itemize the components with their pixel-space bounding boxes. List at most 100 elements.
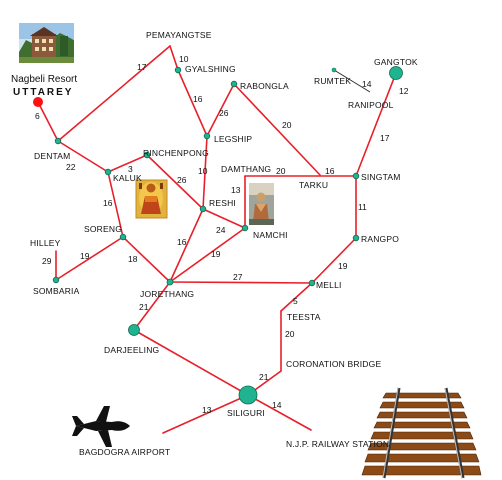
- road-jorethang-darjeeling: [133, 281, 171, 331]
- label-gangtok: GANGTOK: [374, 57, 418, 67]
- town-marker-soreng[interactable]: [119, 233, 127, 241]
- road-siliguri-bagdogra: [162, 394, 249, 434]
- road-rabongla-legship: [206, 83, 235, 137]
- label-hilley: HILLEY: [30, 238, 61, 248]
- label-dentam: DENTAM: [34, 151, 70, 161]
- distance-soreng-sombaria: 19: [80, 251, 90, 261]
- label-melli: MELLI: [316, 280, 342, 290]
- road-legship-reshi: [202, 135, 208, 210]
- distance-labels: 6 17 10 16 26 20 14 12 17 22 3 10 26 13 …: [35, 54, 409, 415]
- distance-reshi-jorethang: 16: [177, 237, 187, 247]
- town-marker-kaluk[interactable]: [104, 168, 112, 176]
- distance-jorethang-darjeeling: 21: [139, 302, 149, 312]
- distance-siliguri-njp: 14: [272, 400, 282, 410]
- label-gyalshing: GYALSHING: [185, 64, 236, 74]
- town-marker-dentam[interactable]: [54, 137, 62, 145]
- road-rabongla-tarku: [233, 83, 321, 176]
- distance-melli-teesta: 5: [293, 296, 298, 306]
- distance-coronation-siliguri: 21: [259, 372, 269, 382]
- road-darjeeling-siliguri: [133, 329, 249, 396]
- distance-teesta-coronation: 20: [285, 329, 295, 339]
- kaluk-statue-icon: [135, 179, 168, 219]
- town-marker-rinchenpong[interactable]: [143, 151, 151, 159]
- town-marker-rangpo[interactable]: [352, 234, 360, 242]
- distance-ranipool-singtam: 17: [380, 133, 390, 143]
- town-marker-sombaria[interactable]: [52, 276, 60, 284]
- town-markers: [52, 66, 403, 405]
- label-namchi: NAMCHI: [253, 230, 288, 240]
- town-marker-gangtok[interactable]: [389, 66, 403, 80]
- road-dentam-kaluk: [57, 140, 109, 173]
- road-kaluk-rinchenpong: [107, 154, 148, 173]
- label-teesta: TEESTA: [287, 312, 321, 322]
- town-marker-melli[interactable]: [308, 279, 316, 287]
- distance-gangtok-ranipool: 12: [399, 86, 409, 96]
- railway-track-icon: [361, 387, 482, 479]
- distance-rumtek-ranipool: 14: [362, 79, 372, 89]
- road-gyalshing-legship: [177, 69, 208, 137]
- resort-location: UTTAREY: [13, 87, 73, 98]
- label-siliguri: SILIGURI: [227, 408, 265, 418]
- town-marker-rabongla[interactable]: [230, 80, 238, 88]
- road-network: [37, 45, 397, 434]
- town-marker-rumtek[interactable]: [331, 67, 337, 73]
- town-marker-darjeeling[interactable]: [128, 324, 140, 336]
- label-rinchenpong: RINCHENPONG: [143, 148, 209, 158]
- label-tarku: TARKU: [299, 180, 328, 190]
- distance-namchi-jorethang: 19: [211, 249, 221, 259]
- label-sombaria: SOMBARIA: [33, 286, 80, 296]
- town-marker-reshi[interactable]: [199, 205, 207, 213]
- distance-jorethang-melli: 27: [233, 272, 243, 282]
- distance-siliguri-bagdogra: 13: [202, 405, 212, 415]
- label-reshi: RESHI: [209, 198, 236, 208]
- road-jorethang-melli: [169, 281, 313, 284]
- road-dentam-pemayangtse: [57, 45, 171, 142]
- place-labels: PEMAYANGTSE GYALSHING RABONGLA RUMTEK GA…: [30, 30, 418, 457]
- distance-rangpo-melli: 19: [338, 261, 348, 271]
- road-kaluk-soreng: [107, 171, 124, 238]
- label-rangpo: RANGPO: [361, 234, 399, 244]
- label-damthang: DAMTHANG: [221, 164, 271, 174]
- label-soreng: SORENG: [84, 224, 122, 234]
- label-ranipool: RANIPOOL: [348, 100, 394, 110]
- distance-kaluk-rinchenpong: 3: [128, 164, 133, 174]
- label-jorethang: JORETHANG: [140, 289, 194, 299]
- road-reshi-jorethang: [169, 208, 204, 283]
- road-pemayangtse-gyalshing: [169, 45, 179, 71]
- road-namchi-jorethang: [169, 227, 246, 283]
- label-njp-station: N.J.P. RAILWAY STATION: [286, 439, 389, 449]
- distance-dentam-kaluk: 22: [66, 162, 76, 172]
- distance-kaluk-soreng: 16: [103, 198, 113, 208]
- road-rumtek-ranipool: [333, 69, 371, 93]
- distance-rinchenpong-reshi: 26: [177, 175, 187, 185]
- namchi-statue-icon: [249, 183, 274, 225]
- label-pemayangtse: PEMAYANGTSE: [146, 30, 212, 40]
- airplane-icon: [72, 406, 130, 447]
- road-reshi-namchi: [202, 208, 246, 229]
- label-rumtek: RUMTEK: [314, 76, 351, 86]
- resort-marker[interactable]: [33, 97, 43, 107]
- distance-singtam-rangpo: 11: [358, 202, 367, 212]
- town-marker-jorethang[interactable]: [166, 278, 174, 286]
- distance-reshi-namchi: 24: [216, 225, 226, 235]
- distance-rabongla-tarku: 20: [282, 120, 292, 130]
- road-soreng-sombaria: [55, 236, 124, 281]
- town-marker-singtam[interactable]: [352, 172, 360, 180]
- town-marker-namchi[interactable]: [241, 224, 249, 232]
- label-coronation-bridge: CORONATION BRIDGE: [286, 359, 381, 369]
- town-marker-siliguri[interactable]: [238, 385, 258, 405]
- road-soreng-jorethang: [122, 236, 171, 283]
- distance-damthang-namchi: 13: [231, 185, 241, 195]
- town-marker-gyalshing[interactable]: [174, 66, 182, 74]
- label-bagdogra-airport: BAGDOGRA AIRPORT: [79, 447, 170, 457]
- town-marker-legship[interactable]: [203, 132, 211, 140]
- label-singtam: SINGTAM: [361, 172, 401, 182]
- distance-pemayangtse-gyalshing: 10: [179, 54, 189, 64]
- distance-gyalshing-legship: 16: [193, 94, 203, 104]
- label-kaluk: KALUK: [113, 173, 142, 183]
- distance-legship-reshi: 10: [198, 166, 208, 176]
- distance-hilley-sombaria: 29: [42, 256, 52, 266]
- road-rangpo-melli: [311, 237, 357, 284]
- road-siliguri-njp: [247, 394, 312, 431]
- label-darjeeling: DARJEELING: [104, 345, 159, 355]
